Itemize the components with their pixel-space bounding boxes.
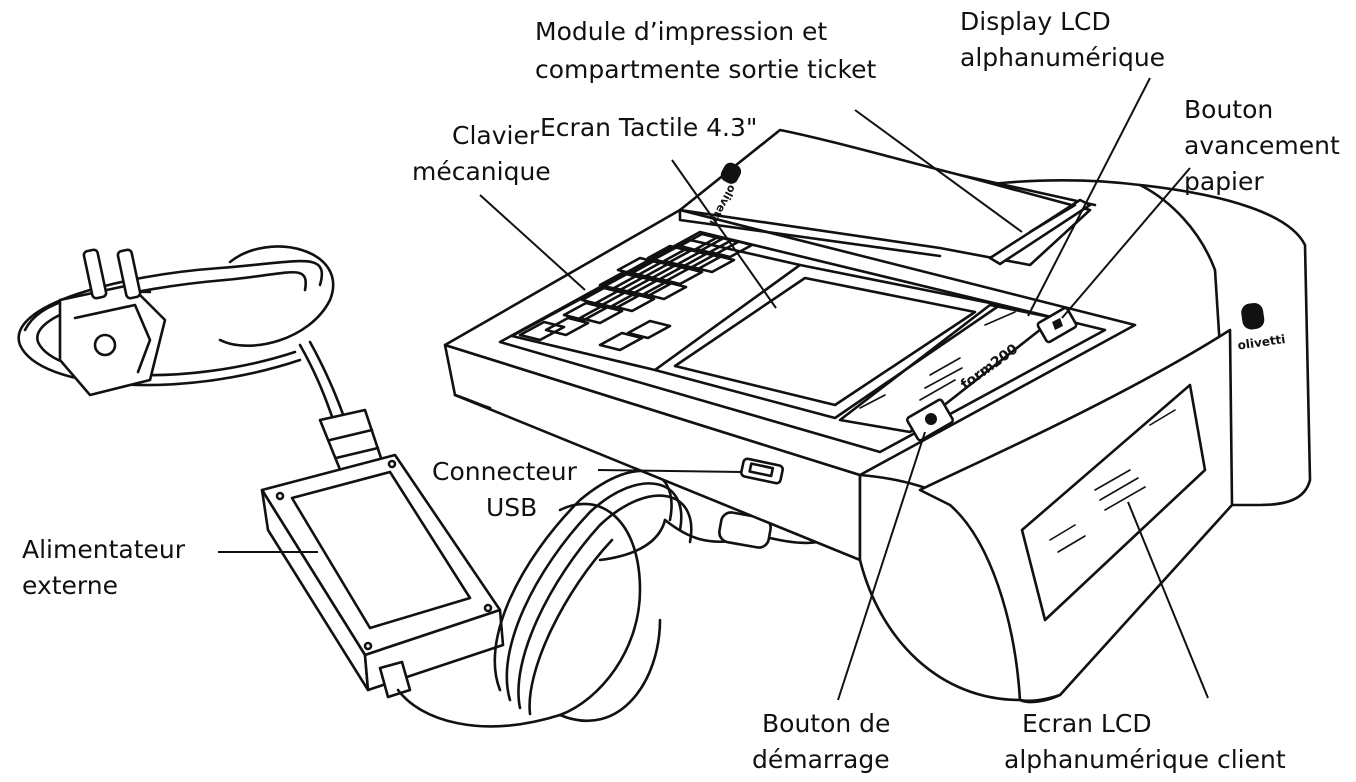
leader-bouton-avancement: [1061, 167, 1191, 319]
label-alim-line2: externe: [22, 571, 118, 600]
label-ecran-client-line2: alphanumérique client: [1004, 745, 1286, 774]
label-bouton-av-line1: Bouton: [1184, 95, 1273, 124]
label-ecran-tactile: Ecran Tactile 4.3": [540, 113, 757, 142]
leader-ecran-tactile: [671, 159, 777, 309]
leader-connecteur: [597, 469, 743, 473]
label-connecteur-line2: USB: [486, 493, 537, 522]
dc-cable-coil: [493, 469, 842, 722]
leader-lines: [218, 77, 1209, 701]
callout-labels: Module d’impression et compartmente sort…: [22, 7, 1340, 774]
leader-display: [1027, 77, 1151, 317]
leader-module: [854, 109, 1023, 233]
terminal-top-deck: olivetti: [443, 128, 1137, 485]
svg-text:olivetti: olivetti: [1237, 332, 1287, 353]
label-connecteur-line1: Connecteur: [432, 457, 578, 486]
label-demarrage-line1: Bouton de: [762, 709, 890, 738]
label-ecran-client-line1: Ecran LCD: [1022, 709, 1152, 738]
power-adapter: [260, 453, 562, 728]
label-bouton-av-line3: papier: [1184, 167, 1264, 196]
label-display-line1: Display LCD: [960, 7, 1111, 36]
label-bouton-av-line2: avancement: [1184, 131, 1340, 160]
label-clavier-line1: Clavier: [452, 121, 540, 150]
keypad-keys: [518, 232, 754, 352]
label-alim-line1: Alimentateur: [22, 535, 186, 564]
terminal-body: olivetti: [443, 179, 1312, 704]
power-plug-cord: [17, 245, 387, 484]
side-brand-logo: olivetti: [1237, 302, 1287, 353]
leader-demarrage: [837, 431, 926, 701]
label-clavier-line2: mécanique: [412, 157, 551, 186]
label-display-line2: alphanumérique: [960, 43, 1165, 72]
leader-ecran-client: [1127, 501, 1209, 699]
label-demarrage-line2: démarrage: [752, 745, 890, 774]
label-module-line1: Module d’impression et: [535, 17, 827, 46]
label-module-line2: compartmente sortie ticket: [535, 55, 877, 84]
leader-clavier: [479, 194, 586, 291]
